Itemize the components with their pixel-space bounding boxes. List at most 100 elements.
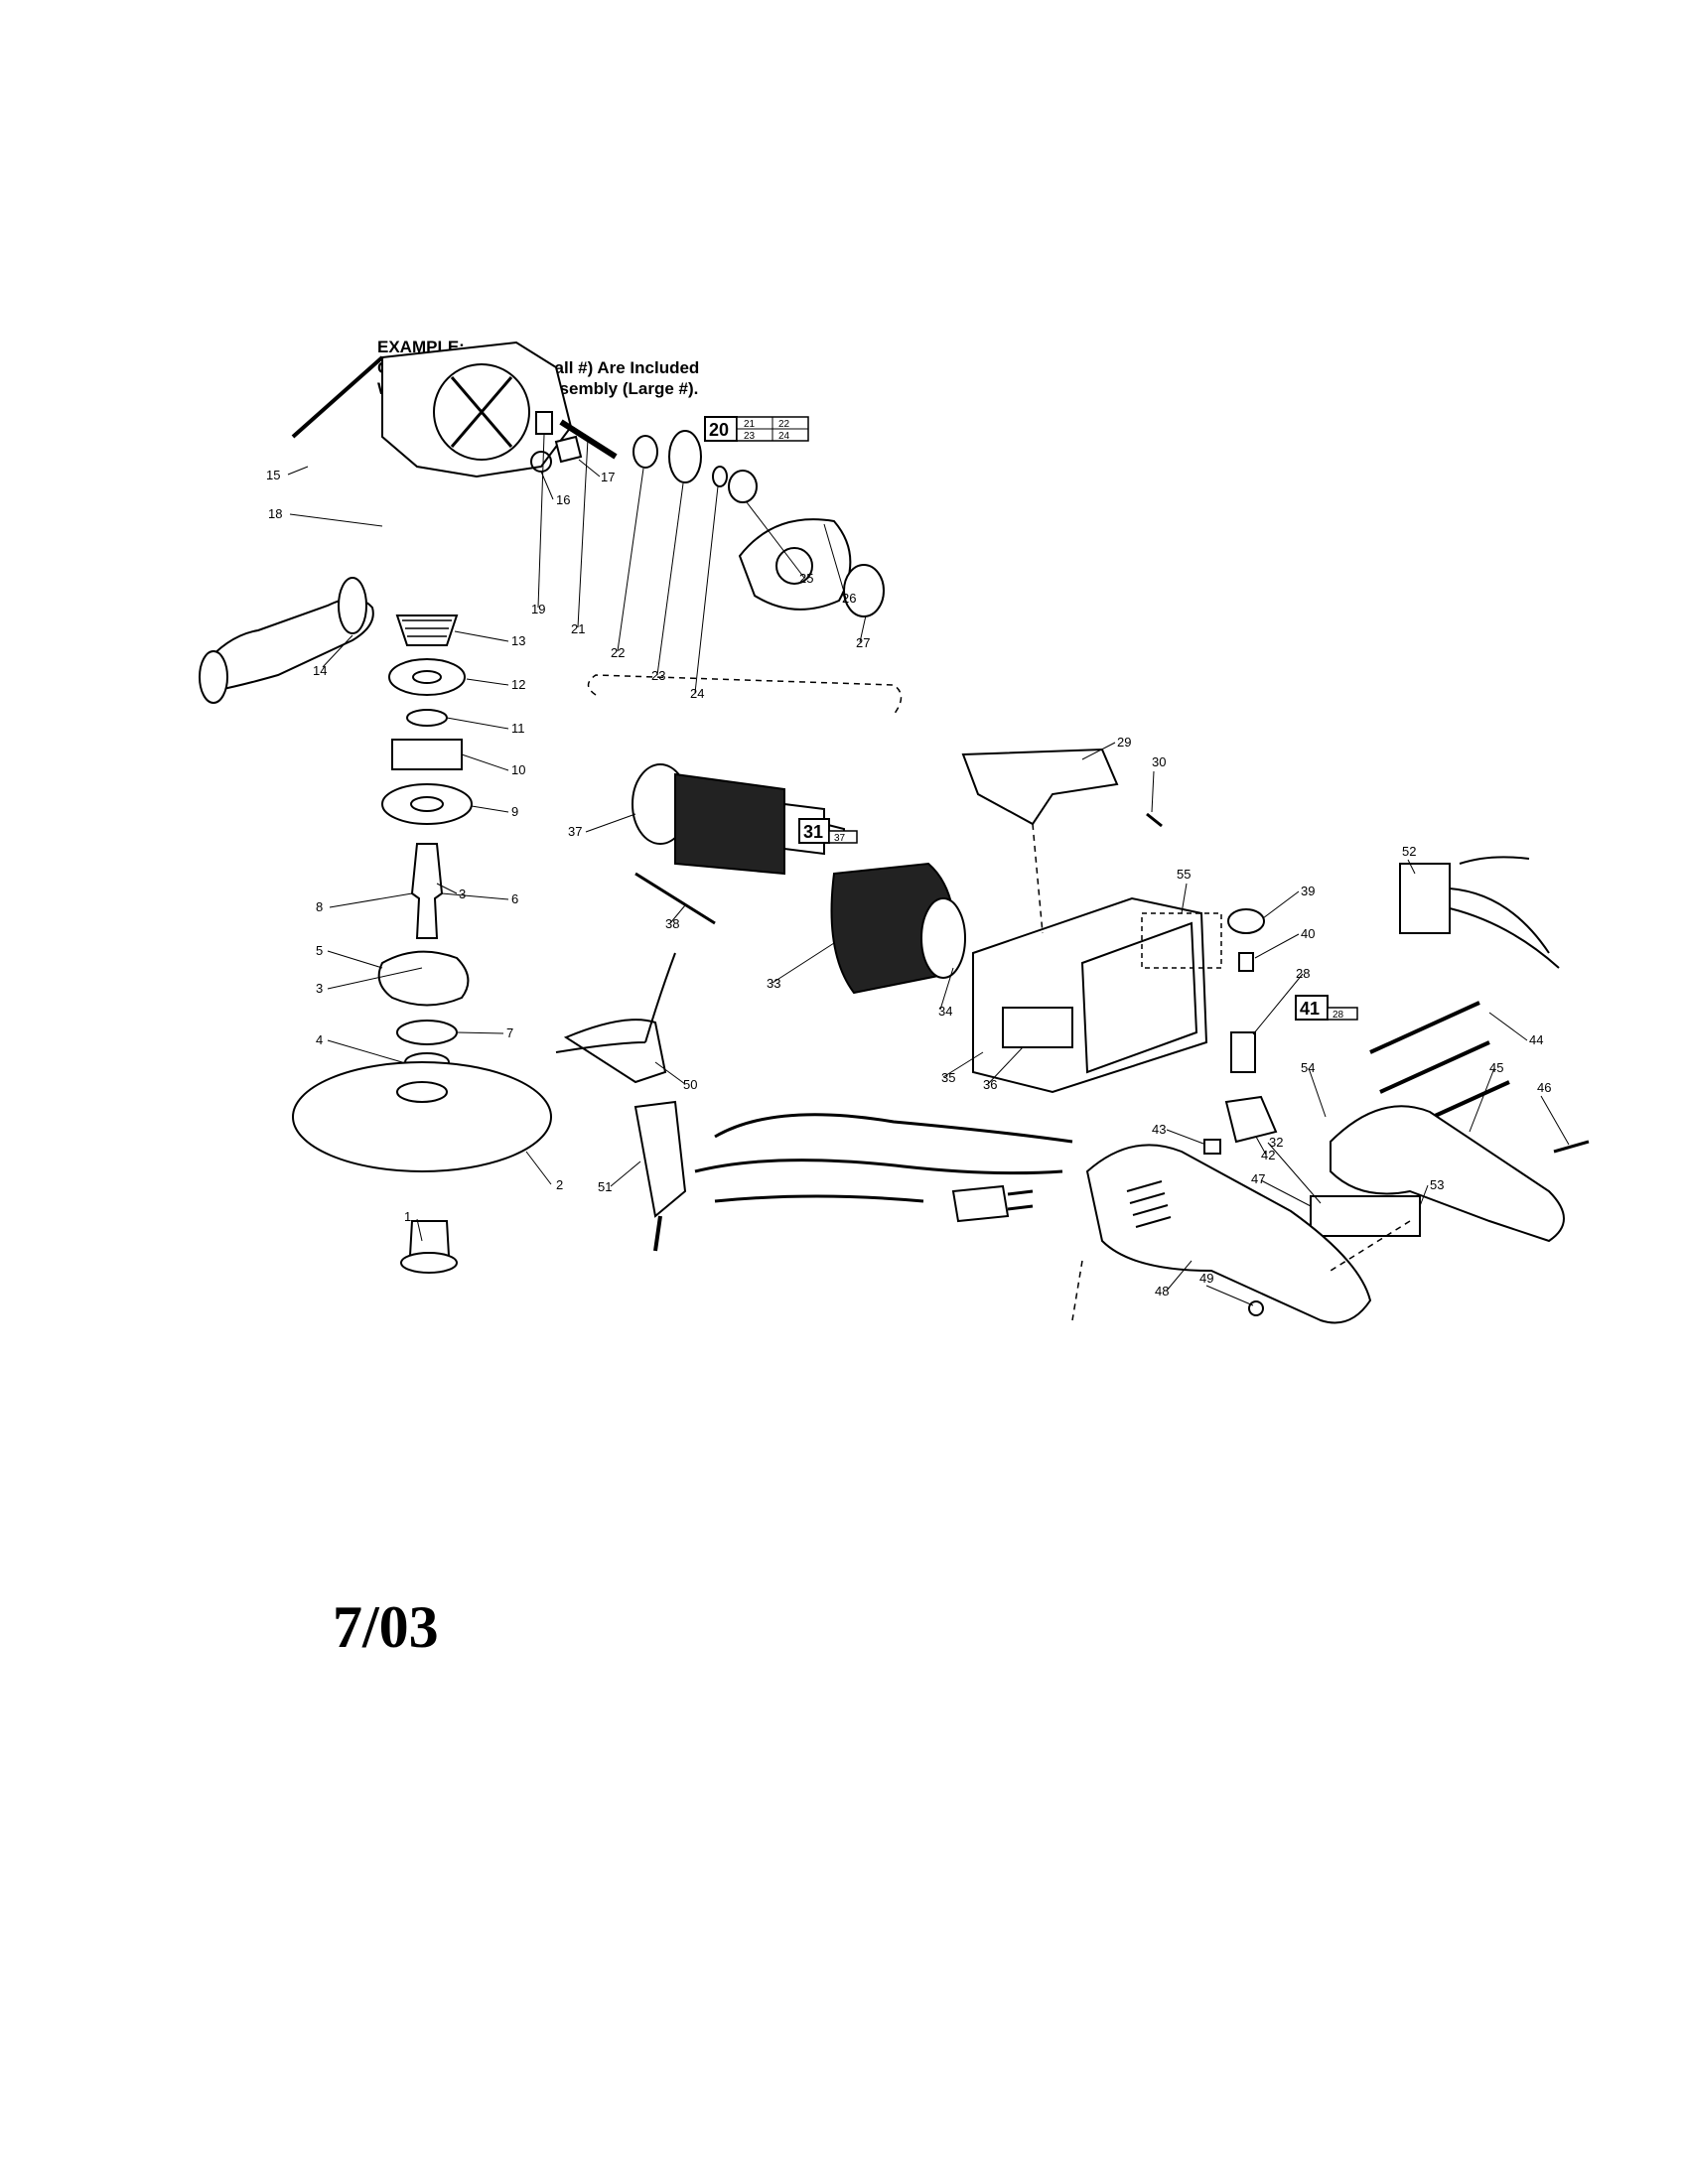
needle-bearing: [728, 470, 758, 503]
spindle-nut: [408, 1220, 451, 1257]
assembly-31-small-1: 37: [834, 833, 846, 844]
switch: [1310, 1195, 1421, 1237]
harness-wires: [1449, 856, 1560, 969]
callout-47: 47: [1251, 1171, 1265, 1186]
cover-screw: [1146, 812, 1163, 828]
callout-4: 4: [316, 1032, 323, 1047]
leader-lines: [287, 434, 1570, 1306]
callout-55: 55: [1177, 867, 1191, 882]
plug-prongs: [1007, 1189, 1034, 1211]
bearing-lower: [381, 783, 473, 825]
backing-pad-hub: [396, 1081, 448, 1103]
callout-15: 15: [266, 468, 280, 482]
callout-7: 7: [506, 1025, 513, 1040]
callout-51: 51: [598, 1179, 612, 1194]
callout-45: 45: [1489, 1060, 1503, 1075]
assembly-20-small-2: 22: [778, 419, 790, 430]
assembly-31-large: 31: [803, 822, 823, 842]
callout-53: 53: [1430, 1177, 1444, 1192]
motor-housing-rear: [1080, 921, 1198, 1074]
callout-37: 37: [568, 824, 582, 839]
side-handle-flange: [338, 577, 367, 634]
long-screw: [291, 355, 384, 439]
bearing-top: [388, 658, 466, 696]
switch-cover: [961, 748, 1119, 826]
callout-labels: 1 2 3 3 4 5 6 7 8 9 10 11 12 13 14 15 16…: [266, 468, 1551, 1298]
assembly-lines: [1032, 823, 1411, 1321]
armature-core: [674, 772, 785, 876]
plug: [951, 1184, 1010, 1223]
handle-half-front: [1085, 1144, 1372, 1324]
bearing-plate-hole: [775, 547, 813, 585]
callout-40: 40: [1301, 926, 1315, 941]
spindle-plate: [377, 950, 470, 1007]
callout-9: 9: [511, 804, 518, 819]
callout-28: 28: [1296, 966, 1310, 981]
bevel-gear-teeth: [402, 619, 452, 637]
callout-33: 33: [767, 976, 780, 991]
callout-8: 8: [316, 899, 323, 914]
bearing-retainer: [391, 739, 463, 770]
spur-gear: [668, 430, 702, 483]
revision-date: 7/03: [333, 1594, 439, 1660]
lock-button: [1203, 1139, 1221, 1155]
callout-35: 35: [941, 1070, 955, 1085]
bearing-lower-bore: [410, 796, 444, 812]
callout-3b: 3: [316, 981, 323, 996]
callout-30: 30: [1152, 754, 1166, 769]
gear-case-opening: [433, 363, 530, 461]
assembly-41: 41 28: [1295, 995, 1358, 1021]
spindle: [410, 843, 444, 939]
callout-12: 12: [511, 677, 525, 692]
assembly-20-small-1: 21: [744, 419, 756, 430]
callout-1: 1: [404, 1209, 411, 1224]
carbon-brush: [1230, 1031, 1256, 1073]
handle-nut: [1248, 1300, 1264, 1316]
callout-36: 36: [983, 1077, 997, 1092]
assembly-20-small-3: 23: [744, 431, 756, 442]
bushing: [535, 411, 553, 435]
spindle-nut-flange: [400, 1252, 458, 1274]
side-handle-end: [199, 650, 228, 704]
callout-48: 48: [1155, 1284, 1169, 1298]
callout-46: 46: [1537, 1080, 1551, 1095]
armature-group-line: [587, 674, 903, 716]
assembly-boxes: 20 21 22 23 24 31 37 41 28: [704, 416, 1358, 1021]
callout-25: 25: [799, 571, 813, 586]
retaining-ring: [406, 709, 448, 727]
callout-13: 13: [511, 633, 525, 648]
pinion-gear: [632, 435, 658, 469]
callout-17: 17: [601, 470, 615, 484]
callout-19: 19: [531, 602, 545, 616]
callout-18: 18: [268, 506, 282, 521]
field-screw: [634, 872, 716, 925]
assembly-20: 20 21 22 23 24: [704, 416, 809, 442]
brush-spring: [1238, 952, 1254, 972]
side-handle: [202, 598, 374, 692]
assembly-41-small-1: 28: [1333, 1010, 1344, 1021]
callout-21: 21: [571, 621, 585, 636]
assembly-41-large: 41: [1300, 999, 1320, 1019]
bevel-gear: [395, 614, 459, 646]
flange-washer: [396, 1020, 458, 1045]
bearing-plate: [738, 518, 852, 611]
callout-39: 39: [1301, 884, 1315, 898]
callout-44: 44: [1529, 1032, 1543, 1047]
motor-housing-label-plate: [1002, 1007, 1073, 1048]
filter-board: [1399, 863, 1451, 934]
handle-screw: [1553, 1140, 1590, 1154]
callout-23: 23: [651, 668, 665, 683]
assembly-20-large: 20: [709, 420, 729, 440]
callout-34: 34: [938, 1004, 952, 1019]
retaining-ring-small: [712, 466, 728, 487]
cord-clamp: [563, 1019, 667, 1084]
callout-16: 16: [556, 492, 570, 507]
callout-10: 10: [511, 762, 525, 777]
backing-pad: [292, 1061, 552, 1172]
parts-artwork: [199, 341, 1590, 1324]
intermediate-shaft: [559, 419, 618, 460]
handle-vents: [1126, 1180, 1172, 1228]
gear-case-housing: [381, 341, 573, 478]
bearing-top-bore: [412, 670, 442, 684]
callout-5: 5: [316, 943, 323, 958]
